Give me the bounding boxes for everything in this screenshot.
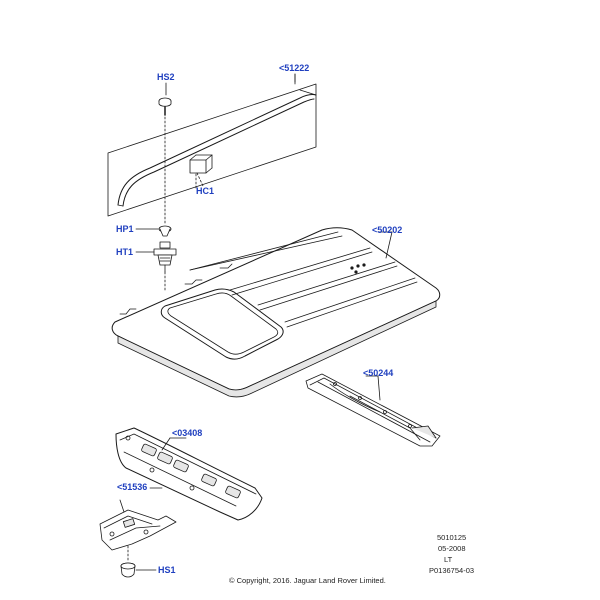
callout-hc1[interactable]: HC1 <box>196 186 215 196</box>
callout-03408[interactable]: <03408 <box>172 428 203 438</box>
screw-hs1 <box>120 562 157 578</box>
callout-hp1[interactable]: HP1 <box>116 224 134 234</box>
callout-50202[interactable]: <50202 <box>372 225 403 235</box>
callout-51536[interactable]: <51536 <box>117 482 148 492</box>
region-code: LT <box>444 555 453 564</box>
roof-rail-group <box>107 73 317 217</box>
rear-roof-bow <box>305 373 441 447</box>
callout-hs2[interactable]: HS2 <box>157 72 175 82</box>
callout-hs1[interactable]: HS1 <box>158 565 176 575</box>
callout-51222[interactable]: <51222 <box>279 63 310 73</box>
screw-hs2 <box>158 97 172 226</box>
stud-ht1 <box>153 241 177 291</box>
bracket <box>99 487 177 561</box>
diagram-date: 05-2008 <box>438 544 466 553</box>
front-header <box>115 427 263 521</box>
clip-hc1 <box>189 159 207 174</box>
roof-panel <box>111 227 441 398</box>
sunroof-opening <box>160 288 284 360</box>
reference-number: 5010125 <box>437 533 467 542</box>
image-code: P0136754-03 <box>429 566 475 575</box>
callout-ht1[interactable]: HT1 <box>116 247 134 257</box>
push-pin-hp1 <box>158 225 172 237</box>
copyright-notice: © Copyright, 2016. Jaguar Land Rover Lim… <box>229 576 386 585</box>
callout-50244[interactable]: <50244 <box>363 368 394 378</box>
